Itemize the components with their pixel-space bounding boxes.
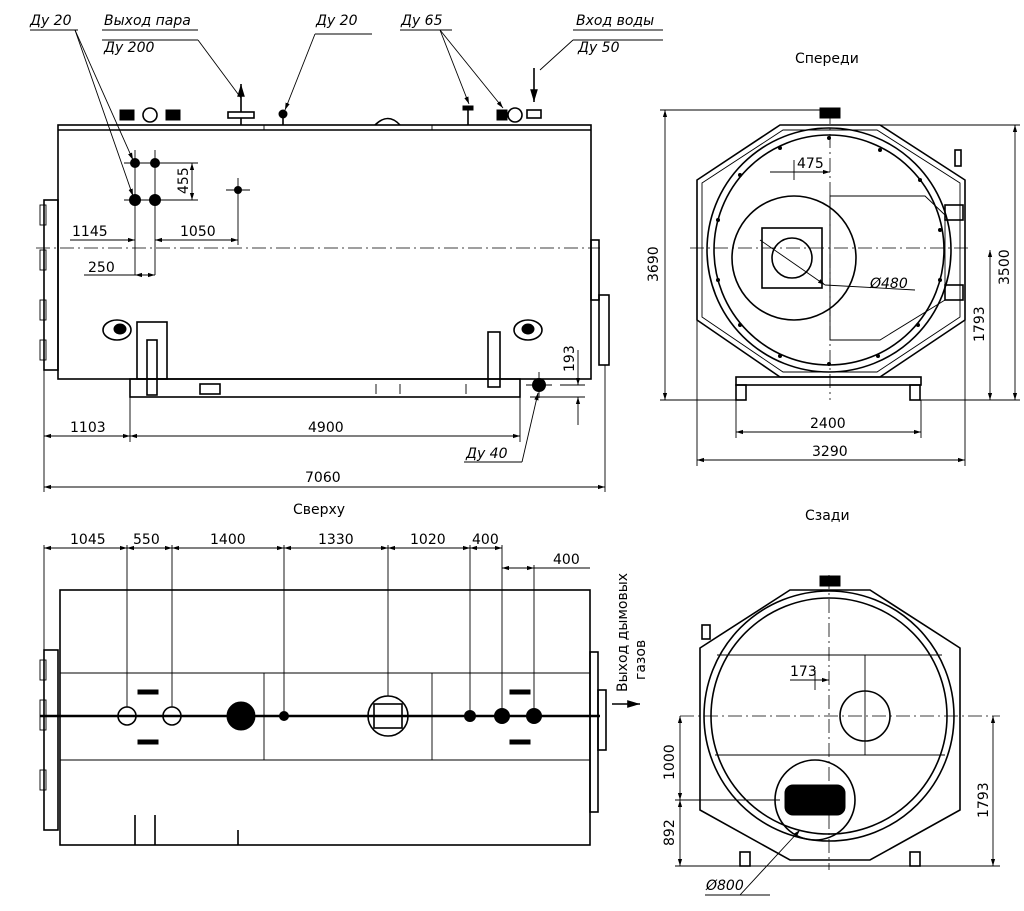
front-view-title: Спереди	[795, 51, 859, 67]
dim-892: 892	[662, 819, 678, 846]
label-du20: Ду 20	[29, 13, 72, 29]
front-door-outer	[706, 127, 952, 373]
boiler-shell-top	[59, 589, 591, 846]
label-du200: Ду 200	[103, 40, 154, 56]
dim-475: 475	[797, 156, 824, 172]
manhole-right	[513, 319, 543, 341]
label-water-inlet: Вход воды	[576, 13, 654, 29]
dim-1050: 1050	[180, 224, 216, 240]
base-frame	[129, 378, 521, 398]
dim-1045: 1045	[70, 532, 106, 548]
top-view-title: Сверху	[293, 502, 345, 518]
dim-193: 193	[562, 345, 578, 372]
burner-mount	[761, 227, 823, 289]
dim-1793-rear: 1793	[976, 782, 992, 818]
rear-view-title: Сзади	[805, 508, 850, 524]
dim-1400: 1400	[210, 532, 246, 548]
label-du40: Ду 40	[465, 446, 508, 462]
front-casing	[696, 124, 966, 378]
dim-550: 550	[133, 532, 160, 548]
dim-173: 173	[790, 664, 817, 680]
manhole-left	[102, 319, 132, 341]
front-view: Спереди	[646, 51, 1020, 466]
dim-1020: 1020	[410, 532, 446, 548]
dim-1103: 1103	[70, 420, 106, 436]
rear-view: Сзади 173 1000 892 1793 Ø800	[662, 508, 1000, 896]
dim-7060: 7060	[305, 470, 341, 486]
label-steam-outlet: Выход пара	[104, 13, 191, 29]
dim-1793: 1793	[972, 306, 988, 342]
steam-outlet-top	[226, 701, 256, 731]
rear-casing	[699, 589, 961, 861]
top-view: Сверху	[39, 502, 649, 846]
label-flue-line1: Выход дымовых	[615, 573, 631, 692]
dim-phi480: Ø480	[869, 276, 908, 292]
label-du50: Ду 50	[577, 40, 620, 56]
label-flue-line2: газов	[633, 640, 649, 680]
dim-455: 455	[176, 167, 192, 194]
dim-2400: 2400	[810, 416, 846, 432]
dim-3500: 3500	[997, 249, 1013, 285]
front-flange	[43, 199, 59, 371]
dim-3290: 3290	[812, 444, 848, 460]
dim-250: 250	[88, 260, 115, 276]
dim-3690: 3690	[646, 246, 662, 282]
label-du20-b: Ду 20	[315, 13, 358, 29]
dim-1000: 1000	[662, 744, 678, 780]
burner-plate	[731, 195, 857, 321]
side-view: Ду 20 Выход пара Ду 200 Ду 20 Ду 65 Вход…	[29, 13, 663, 492]
label-du65: Ду 65	[400, 13, 443, 29]
dim-4900: 4900	[308, 420, 344, 436]
steam-outlet-nozzle	[227, 111, 255, 119]
flue-flange	[598, 294, 610, 366]
dim-1145: 1145	[72, 224, 108, 240]
dim-1330: 1330	[318, 532, 354, 548]
dim-400a: 400	[472, 532, 499, 548]
dim-400b: 400	[553, 552, 580, 568]
dim-phi800: Ø800	[705, 878, 744, 894]
